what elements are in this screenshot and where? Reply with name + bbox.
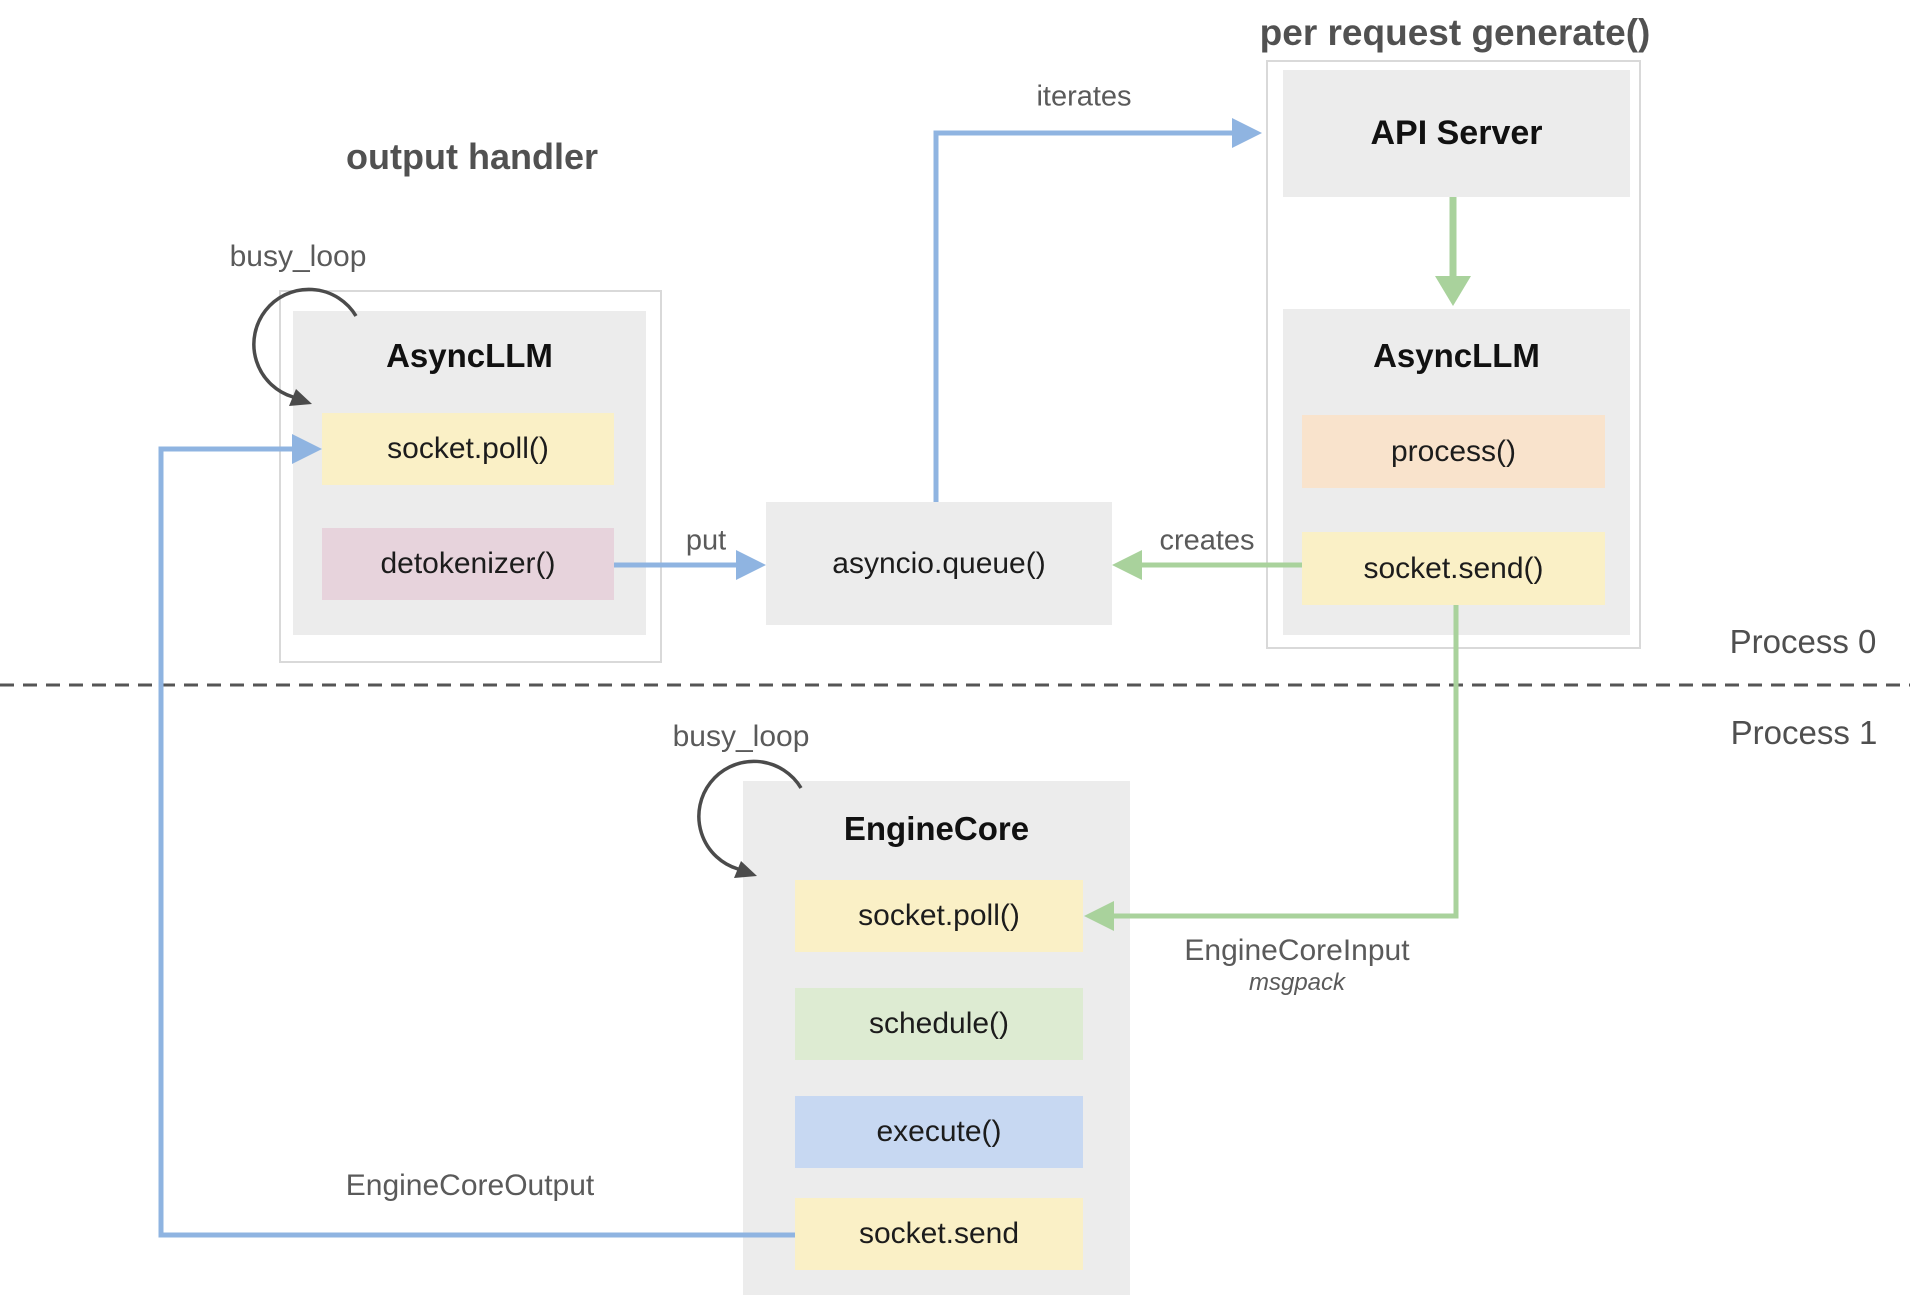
process-1-label: Process 1 <box>1730 714 1878 751</box>
busy-loop-label-bottom: busy_loop <box>672 720 810 753</box>
api-server-title: API Server <box>1370 114 1543 152</box>
put-label: put <box>685 524 727 557</box>
engine-core-title: EngineCore <box>843 810 1030 847</box>
engine-core-output-label: EngineCoreOutput <box>345 1169 595 1202</box>
iterates-label: iterates <box>1036 80 1132 113</box>
ec-execute-row: execute() <box>795 1096 1083 1168</box>
left-detokenizer-row: detokenizer() <box>322 528 614 600</box>
ec-socket-poll-row: socket.poll() <box>795 880 1083 952</box>
asyncllm-right-title: AsyncLLM <box>1373 337 1540 374</box>
ec-schedule-row: schedule() <box>795 988 1083 1060</box>
left-socket-poll-row: socket.poll() <box>322 413 614 485</box>
msgpack-label: msgpack <box>1248 969 1346 996</box>
busy-loop-label-top: busy_loop <box>229 240 367 273</box>
right-socket-send-row: socket.send() <box>1302 532 1605 605</box>
api-server-box <box>1283 70 1630 197</box>
ec-socket-send-row: socket.send <box>795 1198 1083 1270</box>
per-request-generate-title: per request generate() <box>1259 12 1651 53</box>
right-process-row: process() <box>1302 415 1605 488</box>
output-handler-title: output handler <box>346 136 598 177</box>
creates-label: creates <box>1159 524 1255 557</box>
asyncllm-left-title: AsyncLLM <box>386 337 553 374</box>
process-0-label: Process 0 <box>1729 623 1877 660</box>
asyncio-queue-box: asyncio.queue() <box>766 502 1112 625</box>
engine-core-input-label: EngineCoreInput <box>1184 934 1410 967</box>
